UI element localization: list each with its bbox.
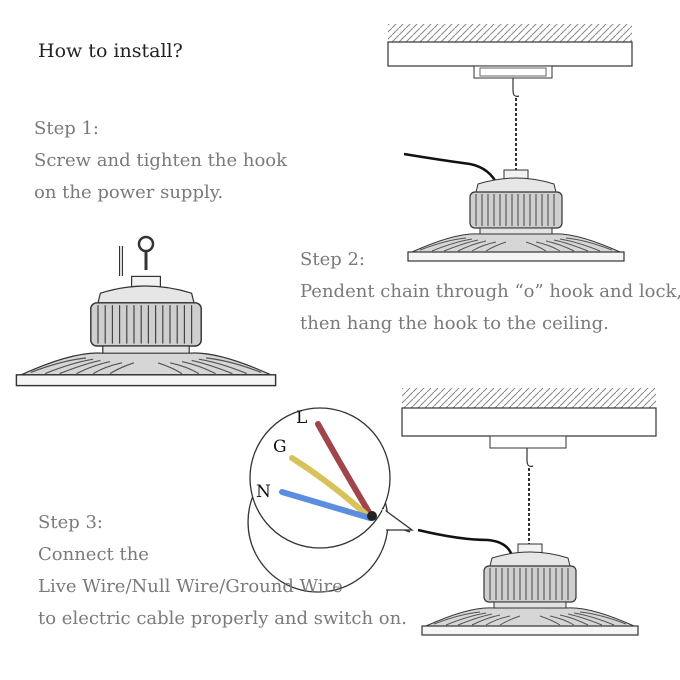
ceiling-top <box>387 24 633 79</box>
wire-label-ground: G <box>273 437 287 457</box>
step-2-line: then hang the hook to the ceiling. <box>300 313 609 334</box>
page-title: How to install? <box>38 40 183 62</box>
ceiling-bottom <box>401 388 657 449</box>
wire-label-null: N <box>256 482 271 502</box>
hook-chain-bottom <box>526 448 534 544</box>
step-3: Step 3: Connect the Live Wire/Null Wire/… <box>38 507 407 635</box>
wire-label-live: L <box>296 408 308 428</box>
step-1-line: on the power supply. <box>34 182 224 203</box>
step-1-line: Screw and tighten the hook <box>34 150 288 171</box>
null-wire <box>279 489 373 521</box>
step-1: Step 1: Screw and tighten the hook on th… <box>34 113 287 209</box>
lamp-bottom <box>421 543 639 636</box>
step-2-heading: Step 2: <box>300 249 365 270</box>
step-3-line: to electric cable properly and switch on… <box>38 608 407 629</box>
step-1-heading: Step 1: <box>34 118 99 139</box>
eye-hook <box>119 235 155 276</box>
wire-bundle <box>279 421 377 521</box>
step-2: Step 2: Pendent chain through “o” hook a… <box>300 244 680 340</box>
ground-wire <box>289 455 371 519</box>
step-3-heading: Step 3: <box>38 512 103 533</box>
power-cable-bottom <box>417 528 514 557</box>
lamp-step1 <box>15 275 277 387</box>
step-3-line: Live Wire/Null Wire/Ground Wire <box>38 576 343 597</box>
hook-chain-top <box>512 78 520 170</box>
live-wire <box>315 421 373 517</box>
step-3-line: Connect the <box>38 544 149 565</box>
power-cable-top <box>403 152 500 187</box>
step-2-line: Pendent chain through “o” hook and lock, <box>300 281 680 302</box>
